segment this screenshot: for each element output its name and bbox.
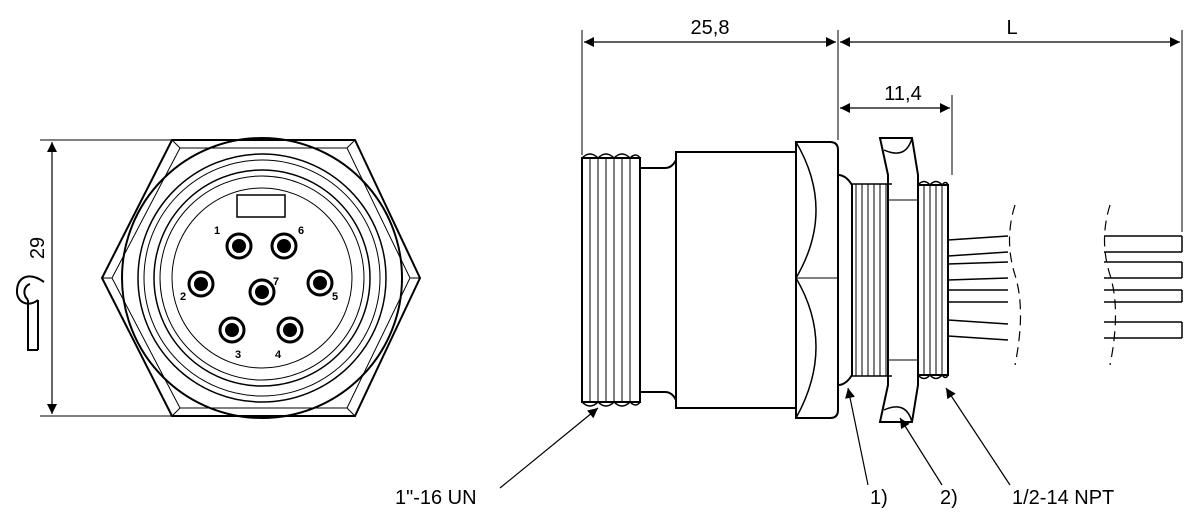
pin-label-3: 3 — [235, 349, 241, 361]
npt-thread-body — [917, 184, 949, 376]
front-thread-ridges — [589, 158, 631, 402]
pin-label-2: 2 — [180, 291, 186, 303]
pin-label-5: 5 — [332, 291, 338, 303]
side-view: 25,8 L 11,4 1"-16 UN 1) 2) 1/2-14 NPT — [395, 17, 1183, 509]
front-thread-body — [581, 157, 641, 403]
rear-thread-leader — [945, 387, 1011, 486]
socket-face-circle — [153, 169, 371, 387]
coding-key-slot — [236, 194, 286, 218]
note-2-callout: 2) — [940, 487, 958, 509]
front-thread-leader — [499, 407, 599, 489]
front-thread-callout: 1"-16 UN — [395, 487, 477, 509]
rear-thread-callout: 1/2-14 NPT — [1012, 487, 1114, 509]
pin-label-4: 4 — [275, 349, 282, 361]
pin-label-6: 6 — [298, 225, 304, 237]
wrench-icon — [15, 275, 45, 351]
note-2-leader — [899, 417, 943, 486]
thread-circle — [137, 153, 387, 403]
cable-break-left — [1008, 204, 1022, 366]
height-dimension-value: 29 — [27, 237, 49, 259]
pin-label-7: 7 — [273, 276, 279, 288]
connector-sleeve — [675, 151, 797, 409]
front-view: 1 2 3 4 5 6 7 29 — [15, 137, 422, 419]
cable-break-right — [1103, 204, 1117, 366]
pin-label-1: 1 — [214, 225, 220, 237]
panel-thread-ridges — [855, 184, 887, 376]
cable-length-dimension-value: L — [1006, 17, 1017, 39]
thread-outer-circle — [121, 137, 403, 419]
note-1-leader — [845, 387, 869, 486]
hex-nut-side — [795, 141, 839, 419]
pin-contacts — [187, 232, 334, 344]
cable-wires — [947, 235, 1183, 341]
note-1-callout: 1) — [870, 487, 888, 509]
thread-length-dimension-value: 11,4 — [884, 83, 921, 105]
overall-length-dimension-value: 25,8 — [691, 17, 730, 39]
hex-nut-outline — [100, 139, 422, 417]
